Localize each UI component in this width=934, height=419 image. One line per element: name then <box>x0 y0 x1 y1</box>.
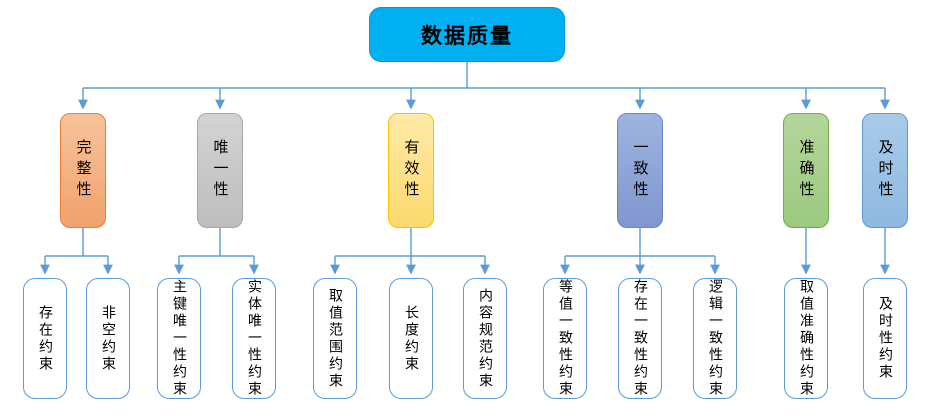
node-timeliness-label: 及时性 <box>876 139 895 202</box>
leaf-label: 实体唯一性约束 <box>246 279 262 398</box>
node-uniqueness-label: 唯一性 <box>211 139 230 202</box>
leaf-entity-uniqueness-constraint: 实体唯一性约束 <box>232 278 276 399</box>
node-uniqueness: 唯一性 <box>197 113 243 228</box>
leaf-label: 存在一致性约束 <box>632 279 648 398</box>
node-completeness-label: 完整性 <box>74 139 93 202</box>
leaf-not-null-constraint: 非空约束 <box>86 278 130 399</box>
node-completeness: 完整性 <box>60 113 106 228</box>
leaf-content-spec-constraint: 内容规范约束 <box>463 278 507 399</box>
leaf-value-accuracy-constraint: 取值准确性约束 <box>784 278 828 399</box>
leaf-label: 等值一致性约束 <box>557 279 573 398</box>
node-validity-label: 有效性 <box>402 139 421 202</box>
leaf-equivalence-consistency-constraint: 等值一致性约束 <box>543 278 587 399</box>
leaf-primary-key-uniqueness-constraint: 主键唯一性约束 <box>157 278 201 399</box>
node-accuracy-label: 准确性 <box>797 139 816 202</box>
leaf-label: 取值范围约束 <box>327 287 343 390</box>
leaf-logic-consistency-constraint: 逻辑一致性约束 <box>693 278 737 399</box>
leaf-existence-consistency-constraint: 存在一致性约束 <box>618 278 662 399</box>
leaf-label: 存在约束 <box>37 304 53 373</box>
leaf-label: 长度约束 <box>403 304 419 373</box>
node-timeliness: 及时性 <box>862 113 908 228</box>
root-node-data-quality: 数据质量 <box>369 7 565 62</box>
root-node-label: 数据质量 <box>421 23 513 48</box>
leaf-label: 内容规范约束 <box>477 287 493 390</box>
leaf-label: 逻辑一致性约束 <box>707 279 723 398</box>
node-validity: 有效性 <box>388 113 434 228</box>
leaf-value-range-constraint: 取值范围约束 <box>313 278 357 399</box>
leaf-label: 非空约束 <box>100 304 116 373</box>
leaf-existence-constraint: 存在约束 <box>23 278 67 399</box>
leaf-timeliness-constraint: 及时性约束 <box>863 278 907 399</box>
node-accuracy: 准确性 <box>783 113 829 228</box>
leaf-label: 主键唯一性约束 <box>171 279 187 398</box>
leaf-length-constraint: 长度约束 <box>389 278 433 399</box>
leaf-label: 及时性约束 <box>877 296 893 381</box>
node-consistency-label: 一致性 <box>631 139 650 202</box>
node-consistency: 一致性 <box>617 113 663 228</box>
leaf-label: 取值准确性约束 <box>798 279 814 398</box>
